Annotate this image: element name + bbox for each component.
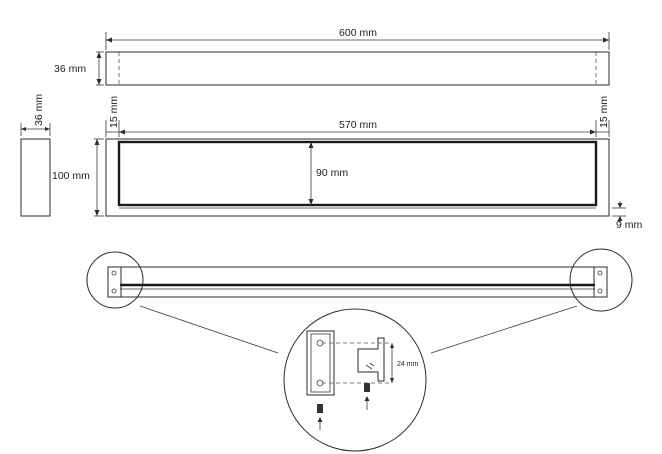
dim-inner-width-label: 570 mm <box>339 119 377 131</box>
dim-mount-spacing-label: 24 mm <box>397 361 419 368</box>
dim-overall-width-label: 600 mm <box>339 27 377 39</box>
detail-circle-left <box>86 251 144 309</box>
dim-side-height-label: 100 mm <box>52 170 90 182</box>
dim-bottom-offset: 9 mm <box>612 201 643 231</box>
side-view: 36 mm <box>20 94 51 217</box>
dim-bottom-offset-label: 9 mm <box>616 219 643 231</box>
leader-left <box>139 305 279 354</box>
dim-right-margin: 15 mm <box>595 96 610 137</box>
arrow-right-up <box>364 396 370 401</box>
dim-top-height-label: 36 mm <box>54 63 86 75</box>
bar-view <box>107 266 608 298</box>
screw-right <box>364 383 370 392</box>
dim-right-margin-label: 15 mm <box>598 96 610 128</box>
front-view-panel <box>117 140 598 207</box>
top-view-outline <box>105 51 610 86</box>
dim-overall-width: 600 mm <box>105 27 610 50</box>
bar-outline <box>107 266 608 298</box>
dim-top-height: 36 mm <box>54 51 104 86</box>
mount-plate <box>306 330 335 396</box>
dim-left-margin: 15 mm <box>105 96 120 137</box>
detail-circle-right <box>569 248 633 312</box>
dim-inner-height: 90 mm <box>308 142 348 205</box>
top-view <box>105 51 610 86</box>
front-view <box>105 138 610 217</box>
leader-right <box>430 305 578 354</box>
dim-side-depth-label: 36 mm <box>33 94 45 126</box>
detail-circle-large <box>283 308 427 452</box>
dim-inner-width: 570 mm <box>119 119 596 135</box>
bracket-profile <box>357 337 385 382</box>
dim-side-height: 100 mm <box>52 138 104 217</box>
dim-left-margin-label: 15 mm <box>108 96 120 128</box>
dim-inner-height-label: 90 mm <box>316 167 348 179</box>
screw-left <box>317 404 323 413</box>
bar-end-right <box>593 266 608 298</box>
side-view-outline <box>20 138 51 217</box>
arrow-left-up <box>317 417 323 422</box>
front-view-frame <box>105 138 610 217</box>
mount-detail: 24 mm <box>283 308 427 452</box>
bar-end-left <box>107 266 122 298</box>
